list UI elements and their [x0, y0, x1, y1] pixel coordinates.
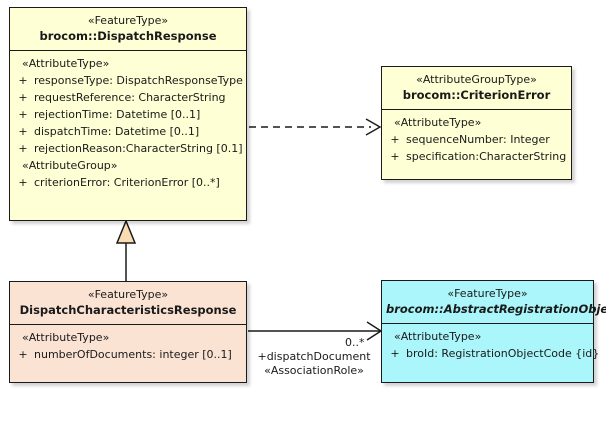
attribute-text: numberOfDocuments: integer [0..1]: [34, 348, 232, 361]
class-header-criterion-error: «AttributeGroupType» brocom::CriterionEr…: [382, 67, 571, 110]
attribute-row[interactable]: + rejectionTime: Datetime [0..1]: [12, 106, 244, 123]
attribute-text: specification:CharacterString: [406, 150, 567, 163]
class-name: brocom::CriterionError: [402, 88, 551, 102]
attribute-text: dispatchTime: Datetime [0..1]: [34, 125, 200, 138]
attribute-text: sequenceNumber: Integer: [406, 133, 550, 146]
attribute-text: broId: RegistrationObjectCode {id}: [406, 347, 600, 360]
class-stereotype: «AttributeGroupType»: [416, 73, 537, 86]
visibility-marker: +: [18, 142, 28, 155]
class-box-criterion-error[interactable]: «AttributeGroupType» brocom::CriterionEr…: [381, 66, 572, 180]
class-name: brocom::DispatchResponse: [39, 29, 217, 43]
class-body-abstract-registration-object: «AttributeType» + broId: RegistrationObj…: [382, 324, 599, 382]
generalization-connector: [115, 219, 137, 281]
association-role-stereotype-label: «AssociationRole»: [264, 364, 364, 377]
visibility-marker: +: [18, 91, 28, 104]
class-body-dispatch-characteristics-response: «AttributeType» + numberOfDocuments: int…: [10, 325, 246, 382]
visibility-marker: +: [18, 108, 28, 121]
visibility-marker: +: [18, 348, 28, 361]
attribute-text: requestReference: CharacterString: [34, 91, 226, 104]
class-name: brocom::AbstractRegistrationObject: [386, 302, 606, 316]
attribute-row[interactable]: + numberOfDocuments: integer [0..1]: [12, 346, 244, 363]
attribute-group-label: «AttributeType»: [394, 116, 482, 129]
class-box-abstract-registration-object[interactable]: «FeatureType» brocom::AbstractRegistrati…: [381, 280, 606, 383]
attribute-row[interactable]: + sequenceNumber: Integer: [384, 131, 569, 148]
attribute-group-label: «AttributeType»: [22, 57, 110, 70]
generalization-triangle: [115, 219, 137, 244]
attribute-text: rejectionTime: Datetime [0..1]: [34, 108, 201, 121]
visibility-marker: +: [18, 74, 28, 87]
attribute-row[interactable]: + specification:CharacterString: [384, 148, 569, 165]
visibility-marker: +: [390, 150, 400, 163]
association-role-name-label: +dispatchDocument: [257, 350, 371, 363]
class-stereotype: «FeatureType»: [447, 287, 528, 300]
class-header-abstract-registration-object: «FeatureType» brocom::AbstractRegistrati…: [382, 281, 606, 324]
attribute-row[interactable]: + dispatchTime: Datetime [0..1]: [12, 123, 244, 140]
attribute-row[interactable]: + responseType: DispatchResponseType: [12, 72, 244, 89]
class-header-dispatch-characteristics-response: «FeatureType» DispatchCharacteristicsRes…: [10, 282, 246, 325]
class-body-dispatch-response: «AttributeType» + responseType: Dispatch…: [10, 51, 246, 220]
visibility-marker: +: [18, 125, 28, 138]
association-arrowhead: [366, 321, 383, 341]
attribute-group-label: «AttributeType»: [394, 330, 482, 343]
attribute-text: rejectionReason:CharacterString [0.1]: [34, 142, 243, 155]
attribute-row[interactable]: + broId: RegistrationObjectCode {id}: [384, 345, 599, 362]
dependency-arrowhead: [365, 118, 382, 136]
class-header-dispatch-response: «FeatureType» brocom::DispatchResponse: [10, 8, 246, 51]
class-box-dispatch-characteristics-response[interactable]: «FeatureType» DispatchCharacteristicsRes…: [9, 281, 247, 383]
class-body-criterion-error: «AttributeType» + sequenceNumber: Intege…: [382, 110, 571, 179]
attribute-group-label: «AttributeGroup»: [22, 159, 118, 172]
attribute-text: criterionError: CriterionError [0..*]: [34, 176, 220, 189]
attribute-group-label: «AttributeType»: [22, 331, 110, 344]
visibility-marker: +: [18, 176, 28, 189]
attribute-row[interactable]: + requestReference: CharacterString: [12, 89, 244, 106]
dependency-connector: [249, 118, 382, 136]
class-stereotype: «FeatureType»: [87, 14, 169, 27]
class-name: DispatchCharacteristicsResponse: [19, 303, 237, 317]
attribute-row[interactable]: + rejectionReason:CharacterString [0.1]: [12, 140, 244, 157]
visibility-marker: +: [390, 347, 400, 360]
attribute-text: responseType: DispatchResponseType: [34, 74, 243, 87]
class-box-dispatch-response[interactable]: «FeatureType» brocom::DispatchResponse «…: [9, 7, 247, 221]
association-multiplicity-label: 0..*: [345, 336, 365, 349]
class-stereotype: «FeatureType»: [87, 288, 169, 301]
attribute-row[interactable]: + criterionError: CriterionError [0..*]: [12, 174, 244, 191]
visibility-marker: +: [390, 133, 400, 146]
